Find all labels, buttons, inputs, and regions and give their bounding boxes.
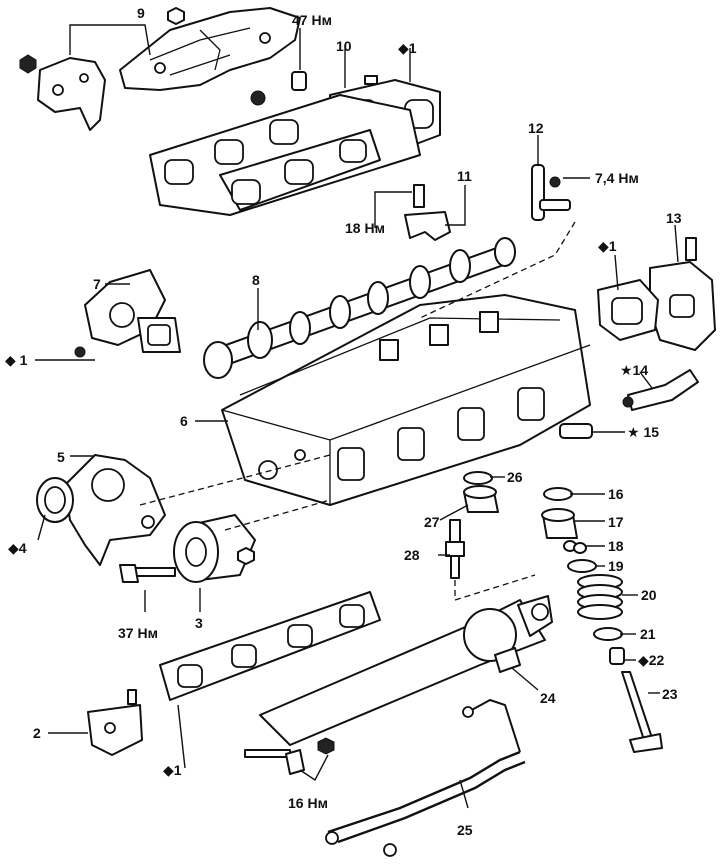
part-2-bracket xyxy=(87,689,143,756)
label-16nm: 16 Нм xyxy=(288,795,328,811)
part-5-timing-cover xyxy=(64,454,166,566)
part-22-valve-seal xyxy=(609,647,625,665)
part-17-lifter xyxy=(541,508,578,539)
label-27: 27 xyxy=(424,514,440,530)
label-28: 28 xyxy=(404,547,420,563)
label-7: 7 xyxy=(93,276,101,292)
part-13-cover xyxy=(649,237,716,351)
label-10: 10 xyxy=(336,38,352,54)
intake-manifold xyxy=(149,94,421,216)
label-18: 18 xyxy=(608,538,624,554)
label-2: 2 xyxy=(33,725,41,741)
label-3: 3 xyxy=(195,615,203,631)
label-24: 24 xyxy=(540,690,556,706)
dashed-line-glowplug xyxy=(454,574,536,601)
label-37nm: 37 Нм xyxy=(118,625,158,641)
label-11: 11 xyxy=(457,168,472,184)
part-21-spring-seat xyxy=(593,627,623,641)
label-4: ◆4 xyxy=(8,540,27,556)
leader-lines xyxy=(35,24,679,809)
part-10-stud-nut xyxy=(250,71,378,106)
part-8-camshaft xyxy=(203,237,516,379)
part-3-tensioner-pulley xyxy=(173,514,256,583)
part-1-cover-gasket xyxy=(597,279,659,341)
part-25-oil-pipe xyxy=(325,698,526,857)
part-15-sensor xyxy=(559,423,593,439)
label-9: 9 xyxy=(137,5,145,21)
part-28-glow-plug xyxy=(445,519,465,579)
label-21: 21 xyxy=(640,626,656,642)
part-16-shim xyxy=(543,487,573,501)
label-12: 12 xyxy=(528,120,544,136)
part-14-pipe xyxy=(622,369,699,411)
label-1-bottom: ◆1 xyxy=(163,762,182,778)
bolt-16nm xyxy=(244,737,335,775)
part-12-sensor xyxy=(531,164,571,221)
label-47nm: 47 Нм xyxy=(292,12,332,28)
part-26-seal xyxy=(463,471,493,485)
label-1-right: ◆1 xyxy=(598,238,617,254)
part-1-exhaust-gasket xyxy=(159,591,381,701)
part-24-bracket xyxy=(494,647,521,673)
label-19: 19 xyxy=(608,558,624,574)
label-7-4nm: 7,4 Нм xyxy=(595,170,639,186)
label-26: 26 xyxy=(507,469,523,485)
dashed-line-cover xyxy=(139,454,331,506)
part-19-retainer xyxy=(567,559,597,573)
label-6: 6 xyxy=(180,413,188,429)
part-27-holder xyxy=(463,485,499,513)
label-25: 25 xyxy=(457,822,473,838)
part-18-keepers xyxy=(563,540,587,554)
part-20-valve-spring xyxy=(577,574,623,620)
label-5: 5 xyxy=(57,449,65,465)
label-14: ★14 xyxy=(620,362,649,378)
part-9-heat-shield xyxy=(19,7,301,131)
label-20: 20 xyxy=(641,587,657,603)
label-8: 8 xyxy=(252,272,260,288)
part-23-valve xyxy=(621,671,663,753)
label-13: 13 xyxy=(666,210,682,226)
label-23: 23 xyxy=(662,686,678,702)
label-15: ★ 15 xyxy=(627,424,660,440)
label-22: ◆22 xyxy=(638,652,665,668)
part-4-oil-seal xyxy=(36,477,74,523)
part-11-bearing-cap xyxy=(404,184,451,241)
label-16: 16 xyxy=(608,486,624,502)
label-17: 17 xyxy=(608,514,624,530)
label-18nm: 18 Нм xyxy=(345,220,385,236)
label-1-left: ◆ 1 xyxy=(5,352,28,368)
exhaust-manifold xyxy=(259,595,553,746)
dashed-line-sensor xyxy=(419,221,576,319)
part-7-water-outlet xyxy=(74,269,181,358)
dashed-line-pulley xyxy=(224,499,331,531)
bolt-37nm xyxy=(119,564,176,583)
label-1-top: ◆1 xyxy=(398,40,417,56)
part-6-cylinder-head xyxy=(221,294,591,506)
